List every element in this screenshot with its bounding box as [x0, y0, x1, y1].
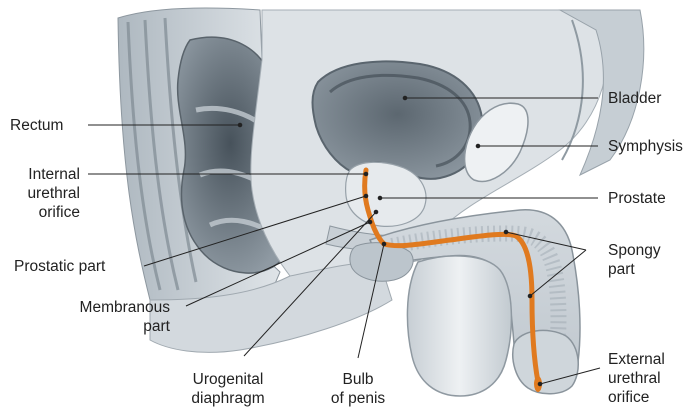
- label-bulb-of-penis: Bulb of penis: [318, 370, 398, 408]
- scrotum-shape: [407, 256, 511, 396]
- bulb-shape: [350, 243, 413, 282]
- label-spongy-part: Spongy part: [608, 241, 661, 279]
- glans-shape: [513, 330, 578, 393]
- label-prostatic-part: Prostatic part: [14, 257, 105, 276]
- label-bladder: Bladder: [608, 89, 661, 108]
- label-symphysis: Symphysis: [608, 137, 683, 156]
- label-prostate: Prostate: [608, 189, 666, 208]
- label-membranous-part: Membranous part: [40, 298, 170, 336]
- label-external-urethral-orifice: External urethral orifice: [608, 350, 665, 407]
- label-rectum: Rectum: [10, 116, 63, 135]
- label-urogenital-diaphragm: Urogenital diaphragm: [168, 370, 288, 408]
- bladder-shape: [313, 61, 483, 178]
- label-internal-urethral-orifice: Internal urethral orifice: [0, 165, 80, 222]
